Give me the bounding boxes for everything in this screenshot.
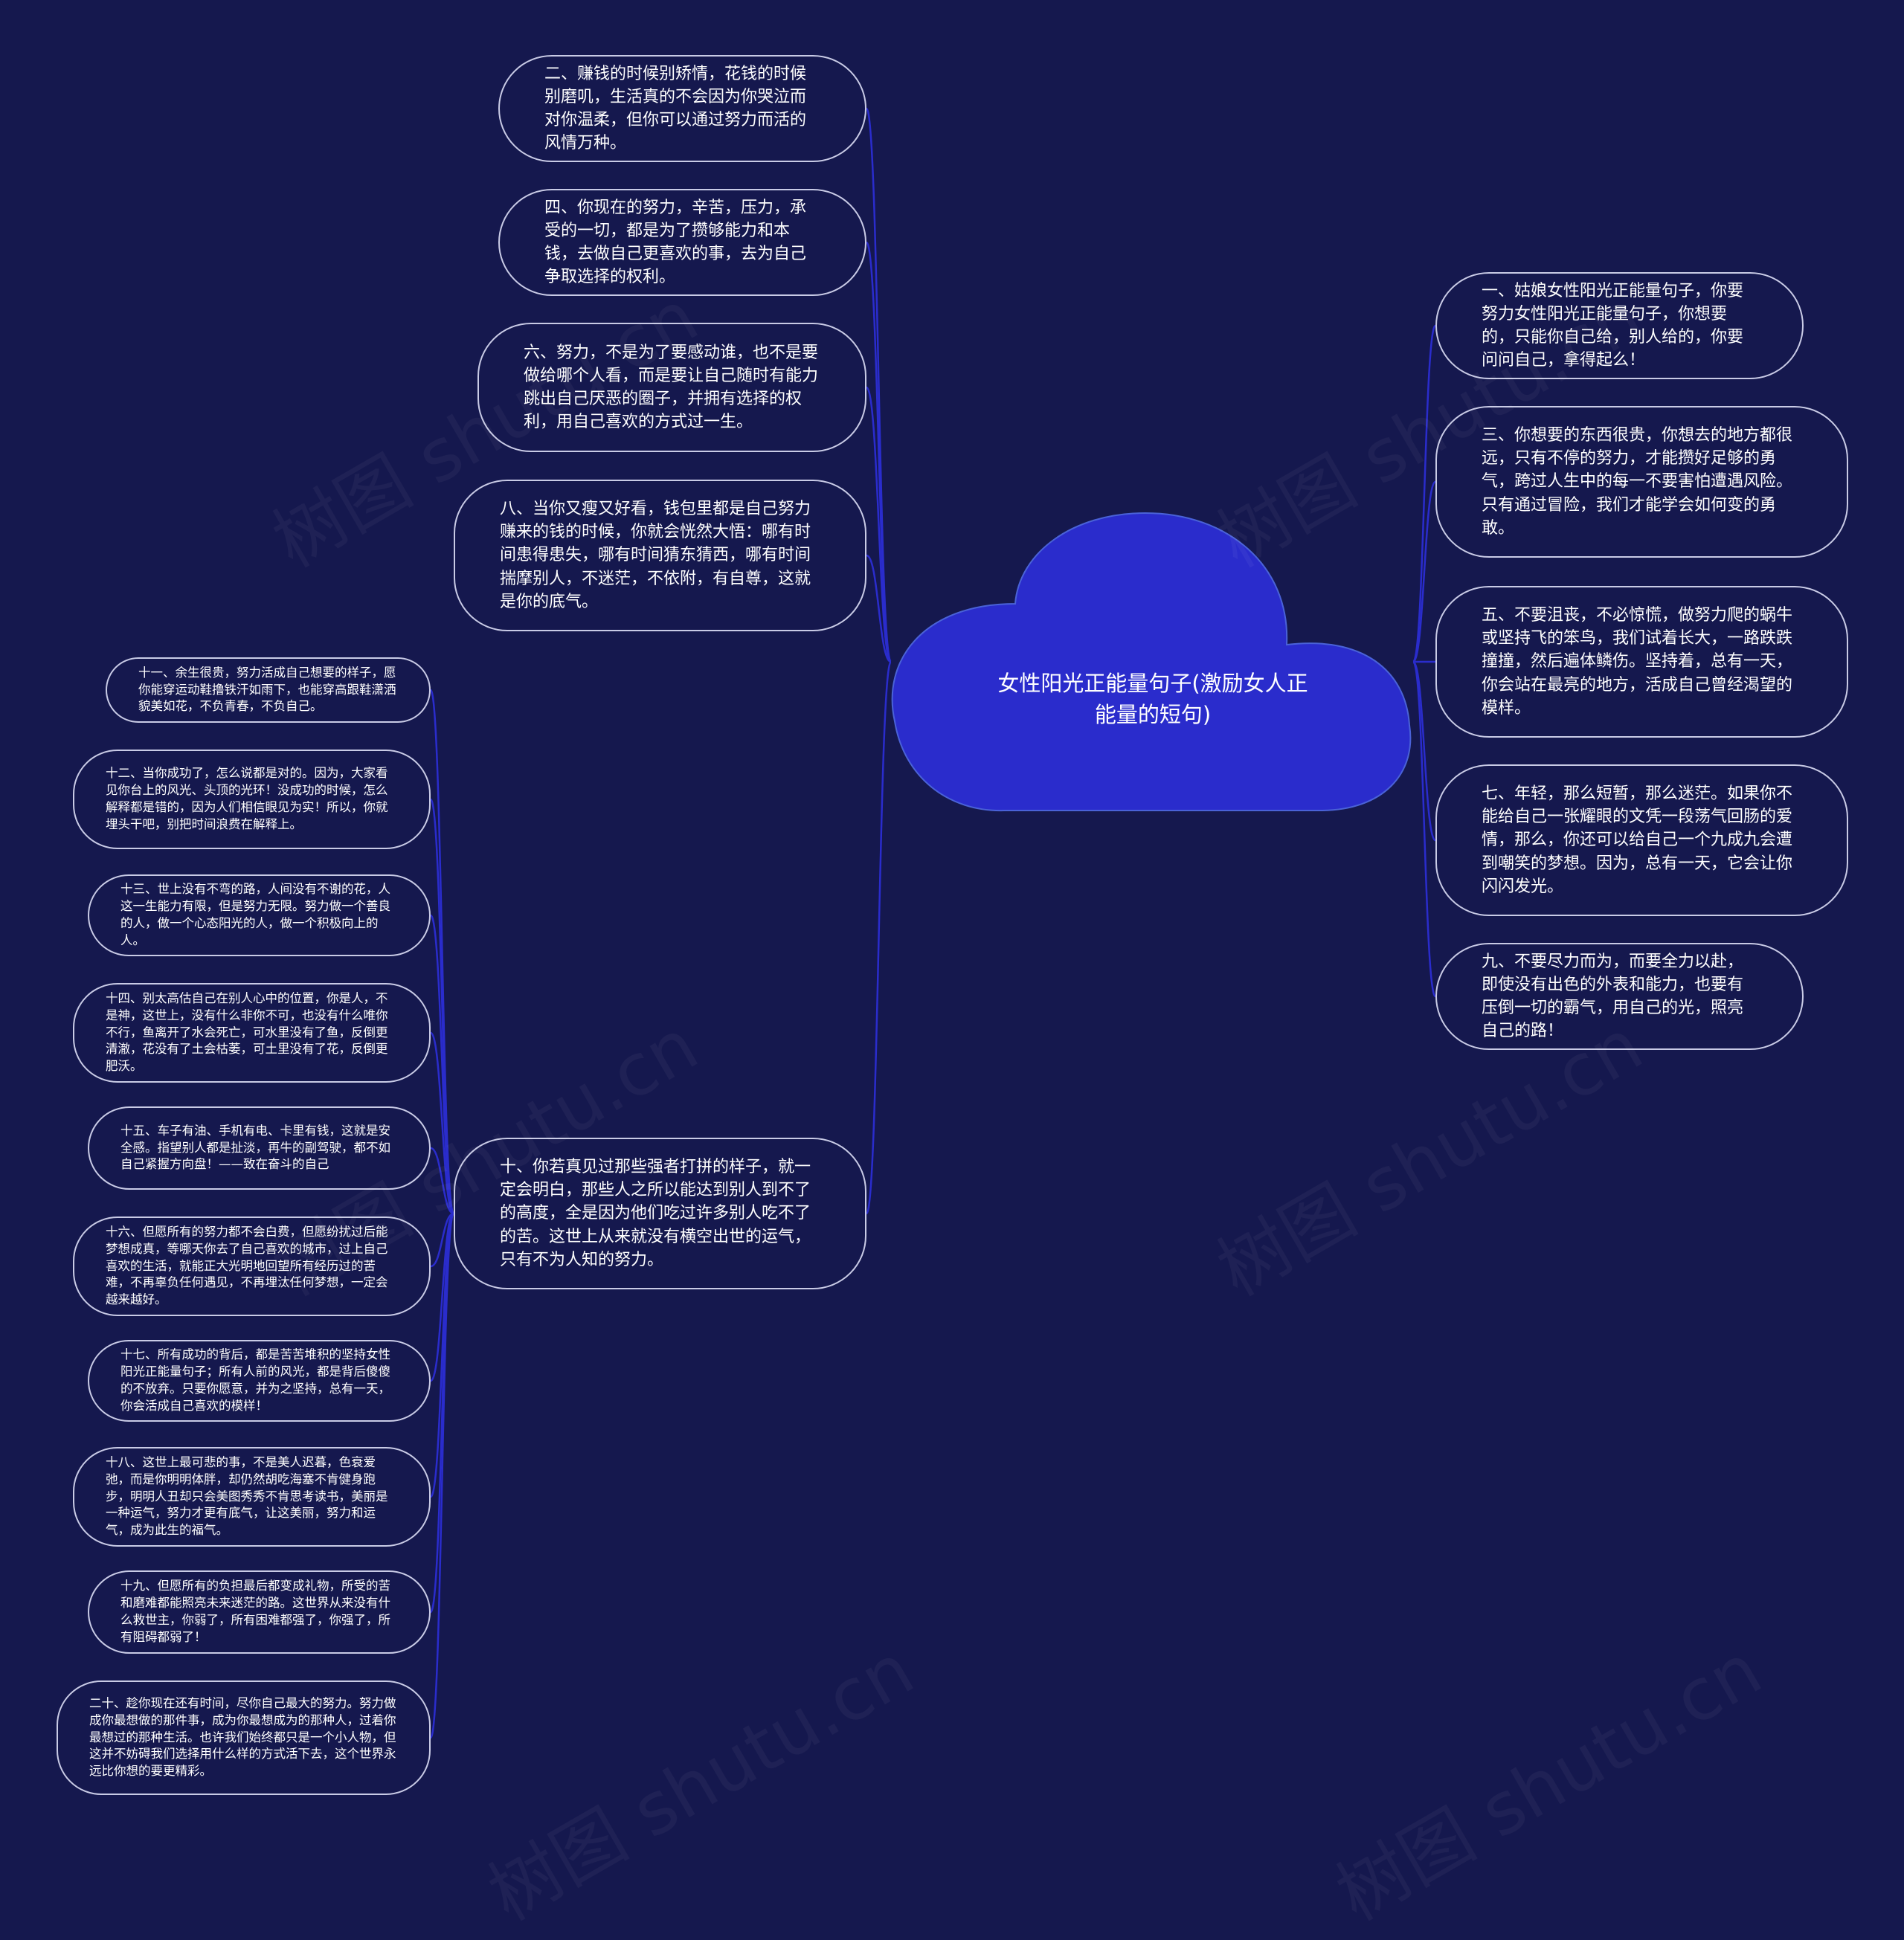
sub-node[interactable]: 二十、趁你现在还有时间，尽你自己最大的努力。努力做成你最想做的那件事，成为你最想… bbox=[57, 1680, 431, 1795]
left-node[interactable]: 四、你现在的努力，辛苦，压力，承受的一切，都是为了攒够能力和本钱，去做自己更喜欢… bbox=[498, 189, 866, 296]
sub-link bbox=[429, 914, 455, 1215]
node-text: 十二、当你成功了，怎么说都是对的。因为，大家看见你台上的风光、头顶的光环！没成功… bbox=[106, 766, 388, 831]
node-text: 十三、世上没有不弯的路，人间没有不谢的花，人这一生能力有限，但是努力无限。努力做… bbox=[120, 882, 390, 947]
sub-node[interactable]: 十四、别太高估自己在别人心中的位置，你是人，不是神，这世上，没有什么非你不可，也… bbox=[73, 983, 431, 1083]
right-node[interactable]: 七、年轻，那么短暂，那么迷茫。如果你不能给自己一张耀眼的文凭一段荡气回肠的爱情，… bbox=[1435, 764, 1848, 916]
node-text: 五、不要沮丧，不必惊慌，做努力爬的蜗牛或坚持飞的笨鸟，我们试着长大，一路跌跌撞撞… bbox=[1482, 605, 1793, 718]
sub-link bbox=[429, 1212, 455, 1614]
left-node[interactable]: 六、努力，不是为了要感动谁，也不是要做给哪个人看，而是要让自己随时有能力跳出自己… bbox=[477, 323, 866, 452]
sub-node[interactable]: 十八、这世上最可悲的事，不是美人迟暮，色衰爱弛，而是你明明体胖，却仍然胡吃海塞不… bbox=[73, 1447, 431, 1547]
right-node[interactable]: 五、不要沮丧，不必惊慌，做努力爬的蜗牛或坚持飞的笨鸟，我们试着长大，一路跌跌撞撞… bbox=[1435, 586, 1848, 738]
left-link bbox=[865, 107, 892, 663]
sub-node[interactable]: 十二、当你成功了，怎么说都是对的。因为，大家看见你台上的风光、头顶的光环！没成功… bbox=[73, 750, 431, 849]
sub-node[interactable]: 十七、所有成功的背后，都是苦苦堆积的坚持女性阳光正能量句子；所有人前的风光，都是… bbox=[88, 1340, 431, 1422]
node-text: 七、年轻，那么短暂，那么迷茫。如果你不能给自己一张耀眼的文凭一段荡气回肠的爱情，… bbox=[1482, 784, 1793, 896]
sub-node[interactable]: 十九、但愿所有的负担最后都变成礼物，所受的苦和磨难都能照亮未来迷茫的路。这世界从… bbox=[88, 1570, 431, 1654]
node-text: 九、不要尽力而为，而要全力以赴，即使没有出色的外表和能力，也要有压倒一切的霸气，… bbox=[1482, 952, 1744, 1041]
node-text: 十、你若真见过那些强者打拼的样子，就一定会明白，那些人之所以能达到别人到不了的高… bbox=[500, 1157, 811, 1269]
left-link bbox=[865, 660, 892, 1215]
node-text: 三、你想要的东西很贵，你想去的地方都很远，只有不停的努力，才能攒好足够的勇气，跨… bbox=[1482, 425, 1793, 538]
sub-node[interactable]: 十一、余生很贵，努力活成自己想要的样子，愿你能穿运动鞋撸铁汗如雨下，也能穿高跟鞋… bbox=[106, 657, 431, 723]
node-text: 十四、别太高估自己在别人心中的位置，你是人，不是神，这世上，没有什么非你不可，也… bbox=[106, 991, 388, 1074]
sub-link bbox=[429, 1031, 455, 1215]
sub-link bbox=[430, 1147, 454, 1215]
right-link bbox=[1412, 480, 1437, 663]
mindmap-links bbox=[429, 107, 1437, 1739]
right-link bbox=[1412, 324, 1437, 663]
center-cloud-shape[interactable] bbox=[891, 512, 1412, 812]
node-text: 四、你现在的努力，辛苦，压力，承受的一切，都是为了攒够能力和本钱，去做自己更喜欢… bbox=[544, 198, 807, 287]
node-text: 二十、趁你现在还有时间，尽你自己最大的努力。努力做成你最想做的那件事，成为你最想… bbox=[89, 1696, 396, 1779]
node-text: 二、赚钱的时候别矫情，花钱的时候别磨叽，生活真的不会因为你哭泣而对你温柔，但你可… bbox=[544, 64, 807, 153]
node-text: 六、努力，不是为了要感动谁，也不是要做给哪个人看，而是要让自己随时有能力跳出自己… bbox=[524, 343, 819, 432]
right-link bbox=[1412, 660, 1437, 842]
sub-node[interactable]: 十五、车子有油、手机有电、卡里有钱，这就是安全感。指望别人都是扯淡，再牛的副驾驶… bbox=[88, 1106, 431, 1190]
left-node[interactable]: 十、你若真见过那些强者打拼的样子，就一定会明白，那些人之所以能达到别人到不了的高… bbox=[454, 1138, 866, 1289]
right-link bbox=[1412, 660, 1437, 998]
node-text: 十七、所有成功的背后，都是苦苦堆积的坚持女性阳光正能量句子；所有人前的风光，都是… bbox=[120, 1347, 390, 1413]
sub-link bbox=[429, 1212, 455, 1739]
right-node[interactable]: 三、你想要的东西很贵，你想去的地方都很远，只有不停的努力，才能攒好足够的勇气，跨… bbox=[1435, 406, 1848, 558]
node-text: 十六、但愿所有的努力都不会白费，但愿纷扰过后能梦想成真，等哪天你去了自己喜欢的城… bbox=[106, 1225, 388, 1307]
left-link bbox=[865, 386, 892, 663]
right-node[interactable]: 一、姑娘女性阳光正能量句子，你要努力女性阳光正能量句子，你想要的，只能你自己给，… bbox=[1435, 272, 1804, 379]
center-topic[interactable]: 女性阳光正能量句子(激励女人正能量的短句) bbox=[997, 671, 1308, 728]
node-text: 八、当你又瘦又好看，钱包里都是自己努力赚来的钱的时候，你就会恍然大悟：哪有时间患… bbox=[500, 499, 811, 611]
sub-node[interactable]: 十六、但愿所有的努力都不会白费，但愿纷扰过后能梦想成真，等哪天你去了自己喜欢的城… bbox=[73, 1216, 431, 1316]
node-text: 十五、车子有油、手机有电、卡里有钱，这就是安全感。指望别人都是扯淡，再牛的副驾驶… bbox=[120, 1123, 390, 1172]
left-link bbox=[866, 554, 892, 663]
right-node[interactable]: 九、不要尽力而为，而要全力以赴，即使没有出色的外表和能力，也要有压倒一切的霸气，… bbox=[1435, 943, 1804, 1050]
sub-node[interactable]: 十三、世上没有不弯的路，人间没有不谢的花，人这一生能力有限，但是努力无限。努力做… bbox=[88, 874, 431, 956]
sub-link bbox=[429, 1212, 455, 1382]
sub-link bbox=[430, 1212, 454, 1268]
left-node[interactable]: 二、赚钱的时候别矫情，花钱的时候别磨叽，生活真的不会因为你哭泣而对你温柔，但你可… bbox=[498, 55, 866, 162]
node-text: 一、姑娘女性阳光正能量句子，你要努力女性阳光正能量句子，你想要的，只能你自己给，… bbox=[1482, 281, 1744, 370]
node-text: 十八、这世上最可悲的事，不是美人迟暮，色衰爱弛，而是你明明体胖，却仍然胡吃海塞不… bbox=[106, 1455, 388, 1538]
left-node[interactable]: 八、当你又瘦又好看，钱包里都是自己努力赚来的钱的时候，你就会恍然大悟：哪有时间患… bbox=[454, 480, 866, 631]
node-text: 十九、但愿所有的负担最后都变成礼物，所受的苦和磨难都能照亮未来迷茫的路。这世界从… bbox=[120, 1579, 390, 1644]
node-text: 十一、余生很贵，努力活成自己想要的样子，愿你能穿运动鞋撸铁汗如雨下，也能穿高跟鞋… bbox=[138, 665, 396, 714]
left-link bbox=[865, 241, 892, 663]
